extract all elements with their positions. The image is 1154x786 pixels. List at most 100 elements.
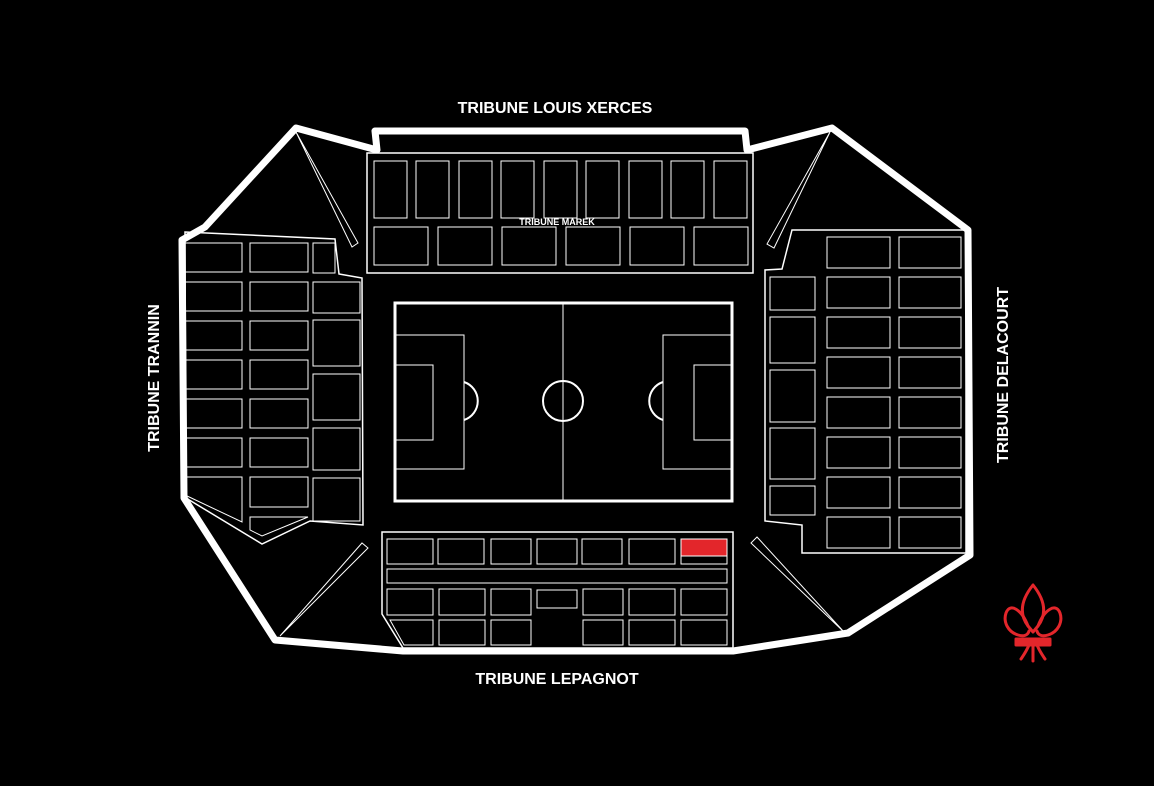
stand-east-middle-column — [826, 236, 891, 549]
section-e-mid-2[interactable] — [826, 276, 891, 309]
section-w-inner-1[interactable] — [312, 242, 336, 274]
section-s-top-7-lower[interactable] — [680, 555, 728, 565]
section-s-top-1[interactable] — [386, 538, 434, 565]
section-e-inner-1[interactable] — [769, 276, 816, 311]
section-e-outer-8[interactable] — [898, 516, 962, 549]
goal-area-left — [394, 364, 434, 441]
stand-north-inner-label: TRIBUNE MAREK — [519, 217, 595, 227]
section-n-lower-5[interactable] — [629, 226, 685, 266]
section-e-inner-2[interactable] — [769, 316, 816, 364]
section-w-inner-6[interactable] — [312, 477, 361, 522]
section-w-inner-2[interactable] — [312, 281, 361, 314]
penalty-arc-left — [463, 381, 479, 421]
section-w-outer-7[interactable] — [184, 476, 243, 523]
section-n-lower-1[interactable] — [373, 226, 429, 266]
centre-circle — [542, 380, 584, 422]
section-s-bot-3[interactable] — [490, 619, 532, 646]
stand-west-inner-column — [312, 242, 361, 522]
section-s-top-6[interactable] — [628, 538, 676, 565]
section-n-upper-7[interactable] — [628, 160, 663, 219]
section-s-bot-4[interactable] — [582, 619, 624, 646]
section-w-mid-5[interactable] — [249, 398, 309, 429]
section-e-outer-7[interactable] — [898, 476, 962, 509]
section-s-mid-1[interactable] — [386, 588, 434, 616]
section-n-lower-6[interactable] — [693, 226, 749, 266]
section-e-inner-5[interactable] — [769, 485, 816, 516]
section-w-outer-1[interactable] — [184, 242, 243, 273]
section-e-mid-8[interactable] — [826, 516, 891, 549]
section-w-outer-3[interactable] — [184, 320, 243, 351]
section-s-top-5[interactable] — [581, 538, 623, 565]
section-e-outer-5[interactable] — [898, 396, 962, 429]
section-w-mid-8[interactable] — [249, 516, 309, 537]
section-e-inner-4[interactable] — [769, 427, 816, 480]
section-s-mid-5[interactable] — [628, 588, 676, 616]
section-e-outer-6[interactable] — [898, 436, 962, 469]
section-n-upper-9[interactable] — [713, 160, 748, 219]
section-s-mid-4[interactable] — [582, 588, 624, 616]
section-w-outer-4[interactable] — [184, 359, 243, 390]
section-w-outer-5[interactable] — [184, 398, 243, 429]
section-e-inner-3[interactable] — [769, 369, 816, 423]
section-e-outer-2[interactable] — [898, 276, 962, 309]
section-w-inner-3[interactable] — [312, 319, 361, 367]
corner-wedge-sw — [279, 542, 369, 637]
section-e-mid-4[interactable] — [826, 356, 891, 389]
stand-east-sections — [764, 229, 967, 554]
section-e-mid-7[interactable] — [826, 476, 891, 509]
section-e-mid-5[interactable] — [826, 396, 891, 429]
section-n-lower-2[interactable] — [437, 226, 493, 266]
section-s-bot-1[interactable] — [389, 619, 434, 646]
section-n-lower-4[interactable] — [565, 226, 621, 266]
penalty-arc-right — [648, 381, 664, 421]
section-s-mid-3[interactable] — [490, 588, 532, 616]
section-e-mid-1[interactable] — [826, 236, 891, 269]
section-w-mid-2[interactable] — [249, 281, 309, 312]
section-w-mid-4[interactable] — [249, 359, 309, 390]
section-n-upper-6[interactable] — [585, 160, 620, 219]
section-s-top-2[interactable] — [437, 538, 485, 565]
stand-west-outline — [184, 231, 364, 545]
stadium-outer-wall — [178, 124, 974, 655]
section-e-mid-3[interactable] — [826, 316, 891, 349]
section-e-mid-6[interactable] — [826, 436, 891, 469]
section-w-mid-6[interactable] — [249, 437, 309, 468]
section-s-top-4[interactable] — [536, 538, 578, 565]
section-e-outer-3[interactable] — [898, 316, 962, 349]
section-s-concourse[interactable] — [386, 568, 728, 584]
stand-west-sections — [184, 231, 364, 545]
section-n-upper-5[interactable] — [543, 160, 578, 219]
section-s-mid-2[interactable] — [438, 588, 486, 616]
section-s-mid-center[interactable] — [536, 589, 578, 609]
section-w-outer-6[interactable] — [184, 437, 243, 468]
stand-label-west: TRIBUNE TRANNIN — [146, 304, 163, 452]
section-w-mid-1[interactable] — [249, 242, 309, 273]
corner-wedge-se — [750, 536, 845, 633]
section-n-upper-8[interactable] — [670, 160, 705, 219]
section-s-bot-5[interactable] — [628, 619, 676, 646]
section-e-outer-4[interactable] — [898, 356, 962, 389]
section-w-inner-4[interactable] — [312, 373, 361, 421]
section-s-bot-2[interactable] — [438, 619, 486, 646]
stand-label-east: TRIBUNE DELACOURT — [995, 287, 1012, 463]
section-s-mid-6[interactable] — [680, 588, 728, 616]
section-e-outer-1[interactable] — [898, 236, 962, 269]
section-n-lower-3[interactable] — [501, 226, 557, 266]
section-w-inner-5[interactable] — [312, 427, 361, 471]
section-w-outer-2[interactable] — [184, 281, 243, 312]
section-w-mid-3[interactable] — [249, 320, 309, 351]
section-n-upper-2[interactable] — [415, 160, 450, 219]
section-n-upper-1[interactable] — [373, 160, 408, 219]
section-s-bot-6[interactable] — [680, 619, 728, 646]
stand-south-top-row — [386, 538, 728, 565]
stand-label-north: TRIBUNE LOUIS XERCES — [458, 100, 653, 117]
section-n-upper-4[interactable] — [500, 160, 535, 219]
stand-north-upper-row — [373, 160, 748, 219]
section-w-mid-7[interactable] — [249, 476, 309, 508]
stand-north-lower-row — [373, 226, 749, 266]
fleur-de-lis-icon — [1003, 583, 1063, 663]
penalty-area-left — [394, 334, 465, 470]
section-s-top-7-selected[interactable] — [680, 538, 728, 557]
section-n-upper-3[interactable] — [458, 160, 493, 219]
section-s-top-3[interactable] — [490, 538, 532, 565]
